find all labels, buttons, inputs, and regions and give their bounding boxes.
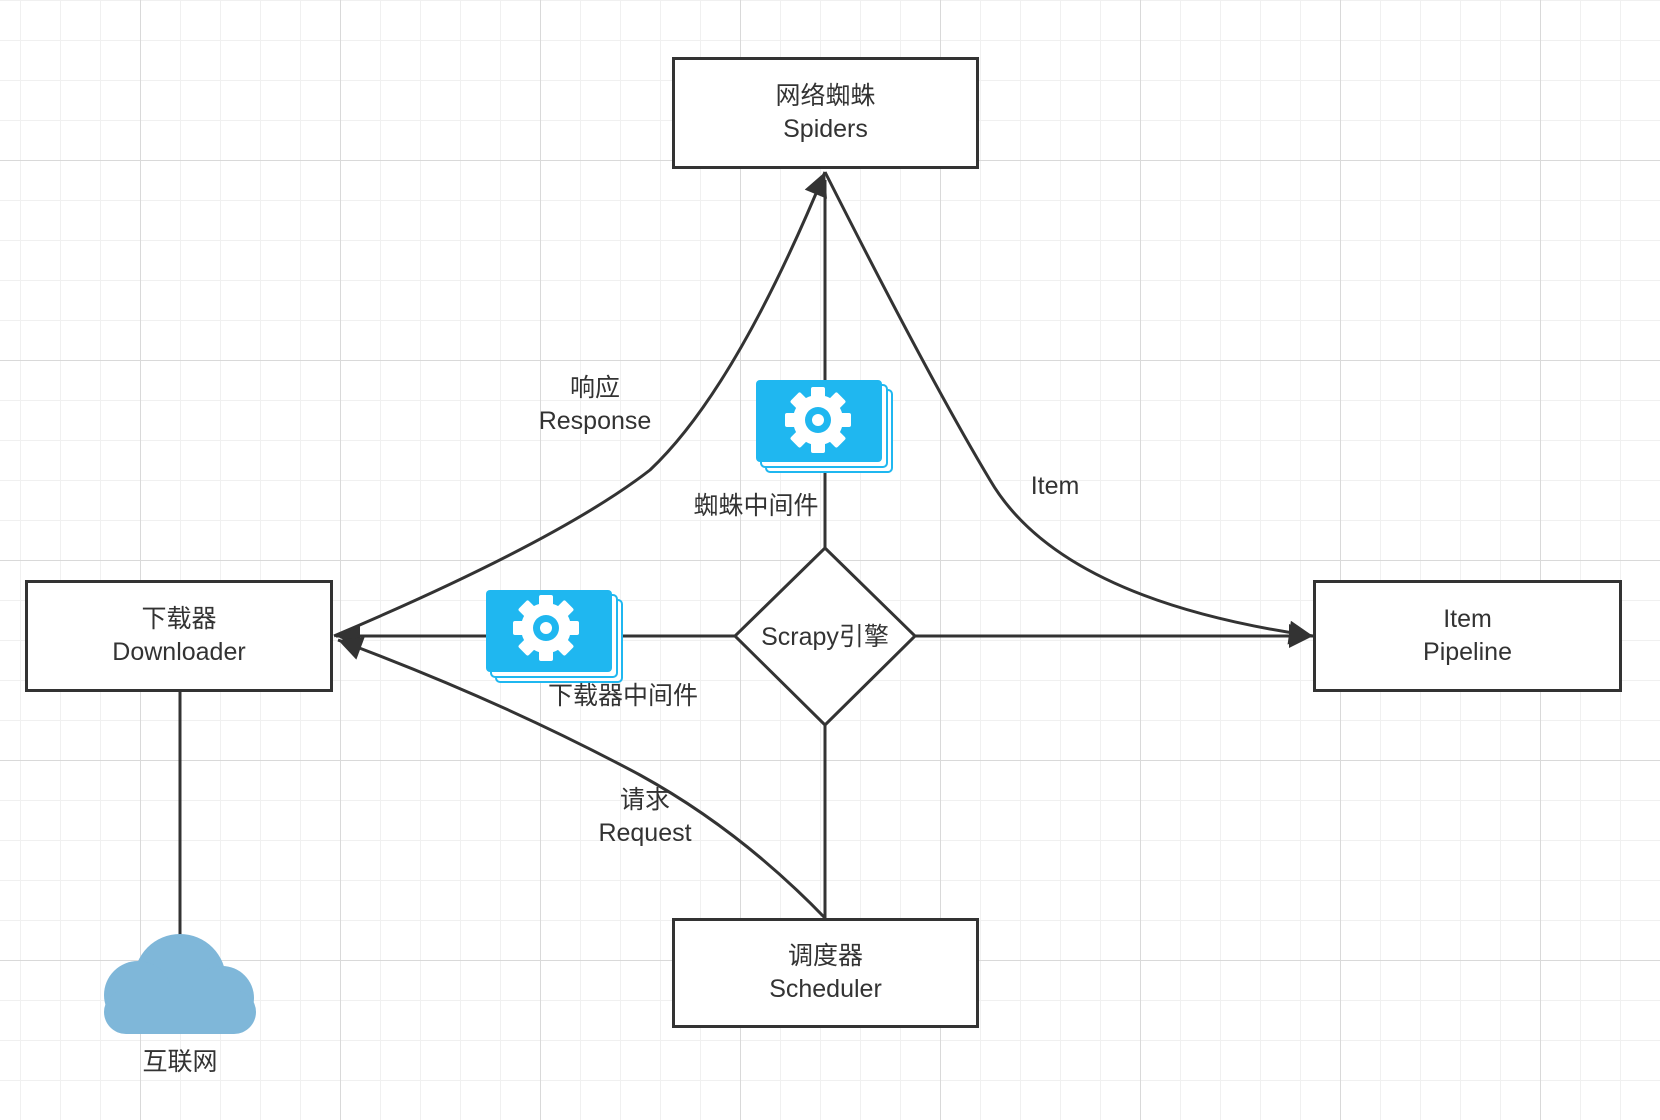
scheduler-label-zh: 调度器: [787, 942, 863, 970]
request-label: 请求 Request: [575, 784, 715, 850]
response-label-en: Response: [538, 407, 652, 435]
cloud-icon: [104, 934, 256, 1034]
spiders-label-en: Spiders: [783, 115, 868, 143]
downloader-box[interactable]: 下载器 Downloader: [25, 580, 333, 692]
response-label: 响应 Response: [520, 372, 670, 438]
request-label-zh: 请求: [619, 786, 670, 814]
downloader-middleware-icon-group[interactable]: [486, 590, 623, 683]
spider-middleware-icon-group[interactable]: [756, 380, 893, 473]
engine-label: Scrapy引擎: [761, 623, 889, 651]
downloader-label-en: Downloader: [112, 638, 246, 666]
response-label-zh: 响应: [569, 374, 620, 402]
spiders-box[interactable]: 网络蜘蛛 Spiders: [672, 57, 979, 169]
internet-label: 互联网: [142, 1048, 218, 1076]
scheduler-box[interactable]: 调度器 Scheduler: [672, 918, 979, 1028]
spider-middleware-label: 蜘蛛中间件: [693, 492, 819, 520]
gear-icon: [785, 387, 851, 453]
request-arrow: [337, 637, 827, 920]
response-arrow: [333, 171, 827, 638]
pipeline-label-line2: Pipeline: [1423, 638, 1512, 666]
pipeline-label-line1: Item: [1443, 605, 1492, 633]
gear-icon: [513, 595, 579, 661]
scheduler-label-en: Scheduler: [769, 975, 882, 1003]
item-pipeline-box[interactable]: Item Pipeline: [1313, 580, 1622, 692]
item-arrow: [823, 171, 1314, 645]
downloader-middleware-label: 下载器中间件: [547, 682, 698, 710]
item-edge-label: Item: [1030, 472, 1080, 500]
downloader-label-zh: 下载器: [141, 605, 217, 633]
spiders-label-zh: 网络蜘蛛: [775, 82, 876, 110]
request-label-en: Request: [598, 819, 692, 847]
engine-diamond[interactable]: [732, 545, 918, 728]
